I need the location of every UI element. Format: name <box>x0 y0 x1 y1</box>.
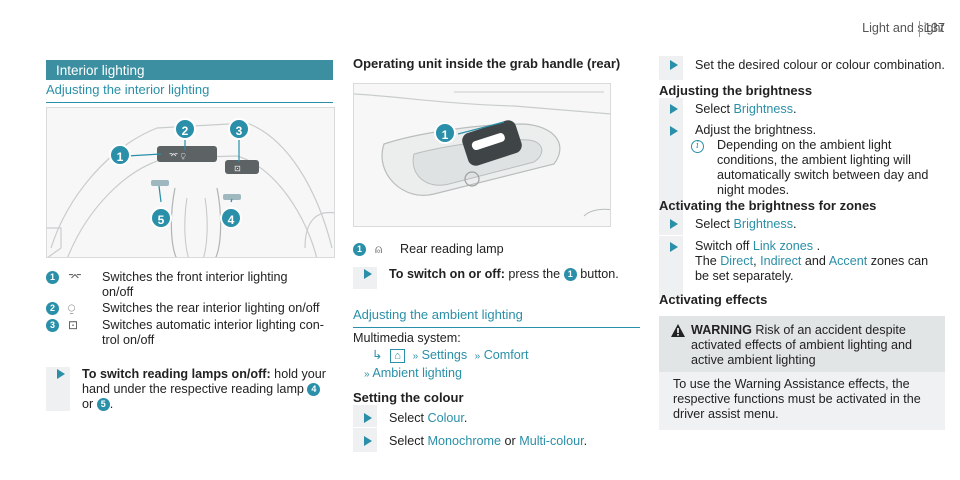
auto-lamp-icon: ⊡ <box>68 318 79 332</box>
step-arrow-icon <box>364 413 372 423</box>
chevron-right-icon: » <box>412 351 419 362</box>
chevron-right-icon: » <box>474 351 481 362</box>
step-arrow-icon <box>670 219 678 229</box>
info-icon: i <box>691 140 704 153</box>
menu-comfort: Comfort <box>483 348 529 362</box>
menu-path-2: » Ambient lighting <box>364 366 624 382</box>
step-adjust-brightness: Adjust the brightness. i Depending on th… <box>659 120 945 220</box>
grab-handle-image: 1 <box>353 83 611 227</box>
step-select-brightness-2: Select Brightness. <box>659 213 945 235</box>
chevron-right-icon: » <box>364 369 370 380</box>
step-select-mode: Select Monochrome or Multi-colour. <box>353 428 633 452</box>
menu-settings: Settings <box>421 348 468 362</box>
step-switch-off-link: Switch off Link zones . The Direct, Indi… <box>659 236 945 298</box>
warning-header <box>659 316 945 372</box>
callout-1-handle: 1 <box>434 122 456 144</box>
legend-list: 1 ⌤ Switches the front interior lighting… <box>46 270 333 360</box>
heading-brightness: Adjusting the brightness <box>659 83 813 98</box>
front-lamp-icon: ⌤ <box>68 270 82 284</box>
warning-body: To use the Warning Assistance effects, t… <box>673 377 921 421</box>
callout-3: 3 <box>228 118 250 140</box>
step-arrow-icon <box>670 104 678 114</box>
subheading-interior: Adjusting the interior lighting <box>46 82 333 103</box>
home-icon: ⌂ <box>390 349 406 363</box>
overhead-control-panel-image: ⌤ ⍜ ⊡ 1 2 3 5 4 <box>46 107 335 258</box>
multimedia-label: Multimedia system: <box>353 331 461 345</box>
heading-effects: Activating effects <box>659 292 768 307</box>
running-head: Light and sight <box>862 21 944 35</box>
rear-lamp-icon: ⍜ <box>68 301 76 315</box>
grab-handle-illustration <box>354 84 610 226</box>
step-select-colour: Select Colour. <box>353 405 633 427</box>
heading-brightness-zones: Activating the brightness for zones <box>659 198 877 213</box>
reading-lamp-icon: ⍝ <box>375 242 383 256</box>
svg-text:⊡: ⊡ <box>234 164 241 173</box>
subheading-ambient: Adjusting the ambient lighting <box>353 307 640 328</box>
warning-label: WARNING <box>691 323 752 337</box>
section-title: Interior lighting <box>56 63 145 78</box>
step-arrow-icon <box>364 269 372 279</box>
step-set-colour: Set the desired colour or colour combina… <box>659 56 945 80</box>
menu-ambient-lighting: Ambient lighting <box>372 366 462 380</box>
path-arrow-icon: ↳ <box>372 348 383 362</box>
step-arrow-icon <box>670 126 678 136</box>
menu-path-1: ↳ ⌂ » Settings » Comfort <box>372 348 632 364</box>
callout-2: 2 <box>174 118 196 140</box>
callout-1: 1 <box>109 144 131 166</box>
info-text: Depending on the ambient light condition… <box>717 138 929 197</box>
step-arrow-icon <box>364 436 372 446</box>
legend-item-3: 3 ⊡ Switches automatic interior lighting… <box>46 318 333 348</box>
section-bar: Interior lighting <box>46 60 333 80</box>
step-arrow-icon <box>670 60 678 70</box>
page-number: 137 <box>924 21 946 35</box>
step-select-brightness: Select Brightness. <box>659 98 945 120</box>
step-arrow-icon <box>57 369 65 379</box>
warning-box: WARNING Risk of an accident despite acti… <box>659 316 945 430</box>
step-arrow-icon <box>670 242 678 252</box>
callout-5: 5 <box>150 207 172 229</box>
legend-item-2: 2 ⍜ Switches the rear interior lighting … <box>46 301 333 317</box>
warning-triangle-icon <box>671 324 685 337</box>
step-reading-lamps: To switch reading lamps on/off: hold you… <box>46 367 333 411</box>
legend-reading-lamp: 1 ⍝ Rear reading lamp <box>353 242 633 258</box>
heading-setting-colour: Setting the colour <box>353 390 464 405</box>
running-head-rule <box>919 21 920 37</box>
legend-item-1: 1 ⌤ Switches the front interior lighting… <box>46 270 333 300</box>
callout-4: 4 <box>220 207 242 229</box>
svg-text:⌤ ⍜: ⌤ ⍜ <box>169 151 186 160</box>
step-switch-on-off: To switch on or off: press the 1 button. <box>353 267 633 289</box>
warning-title: Risk of an accident despite activated ef… <box>691 323 912 367</box>
heading-grab-handle: Operating unit inside the grab handle (r… <box>353 56 621 71</box>
